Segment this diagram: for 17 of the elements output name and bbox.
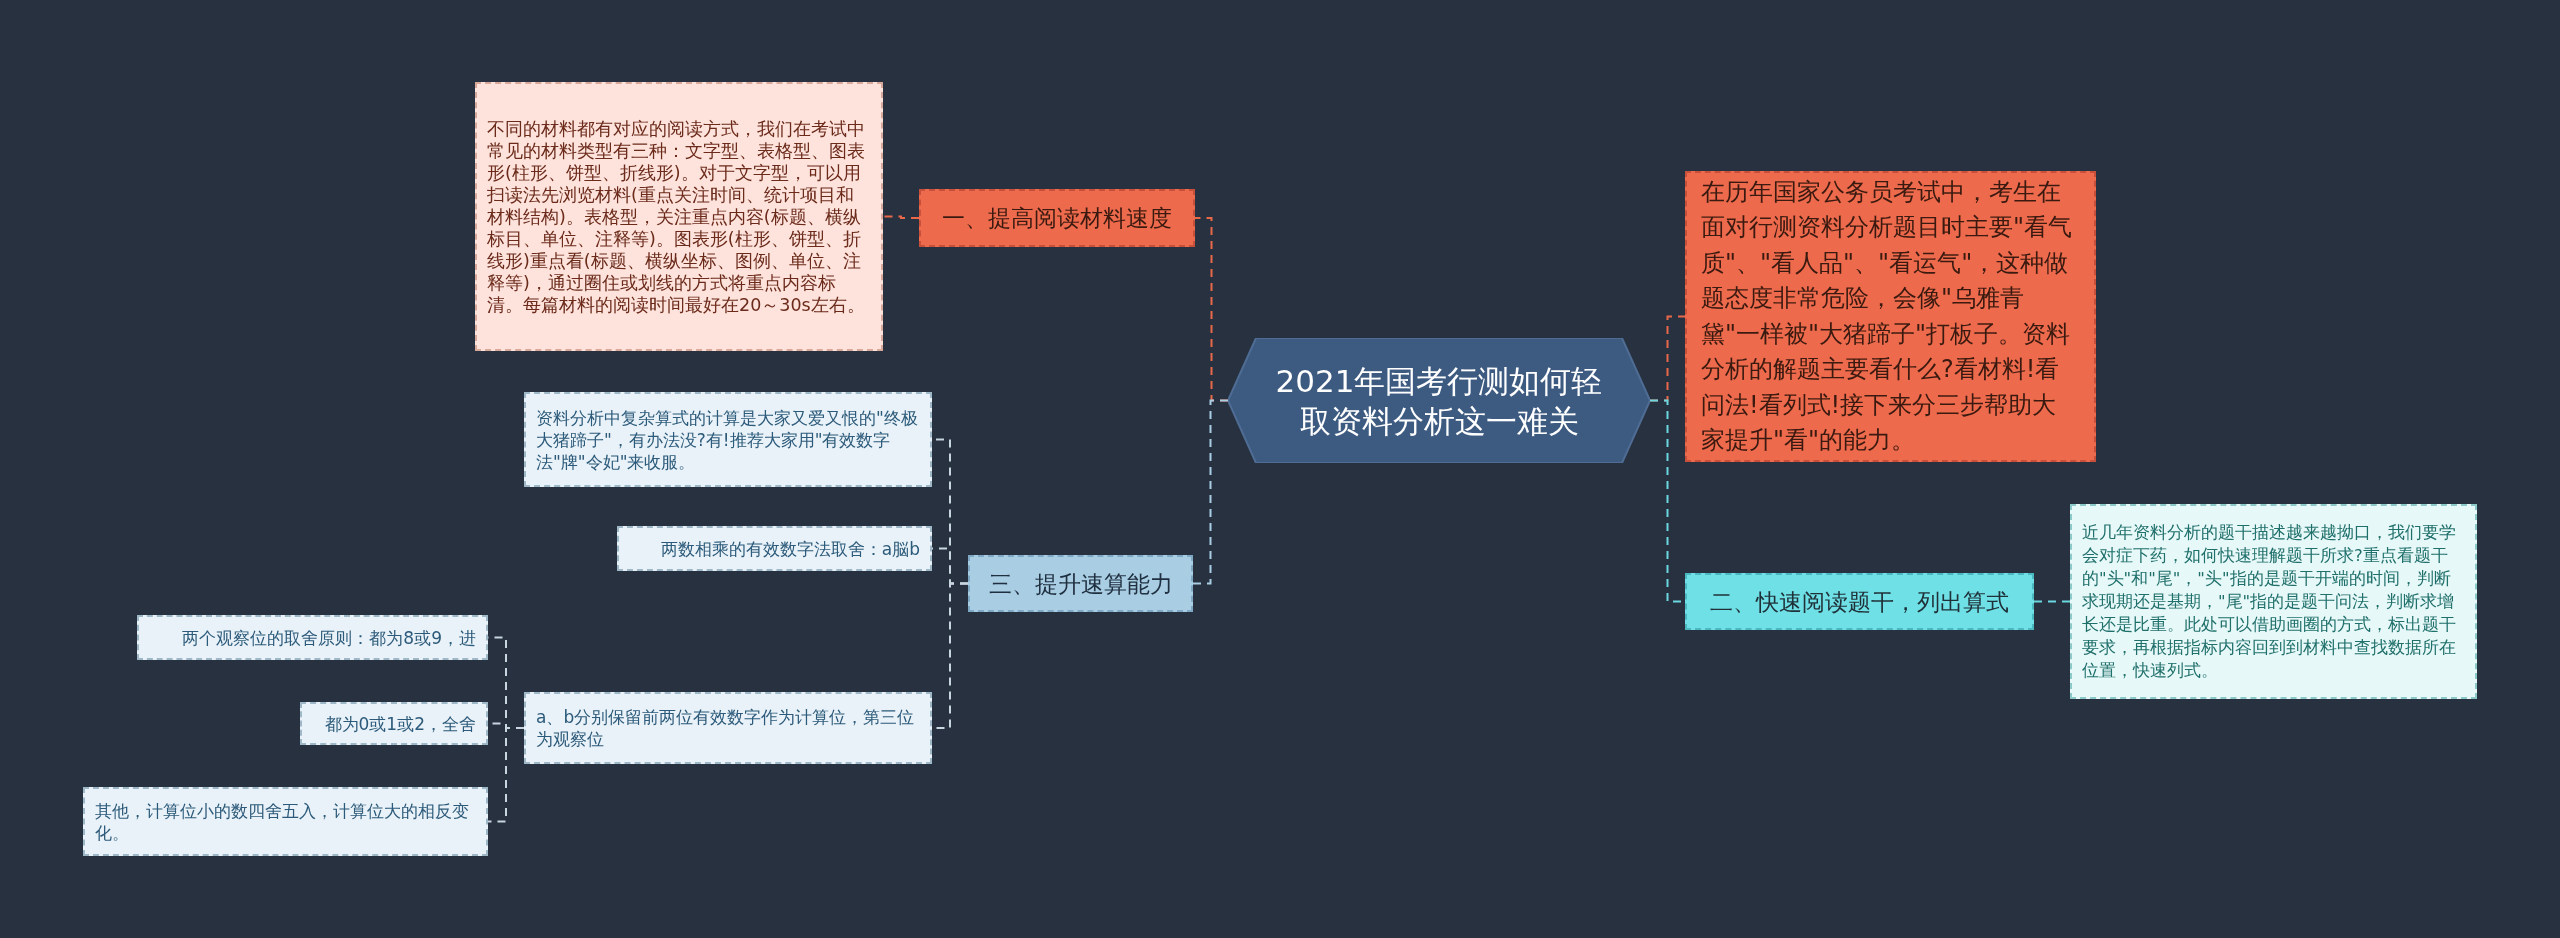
connector-line — [2033, 600, 2071, 603]
subtopic-box: 两数相乘的有效数字法取舍：a脳b — [617, 526, 932, 571]
branch-topic: 三、提升速算能力 — [968, 555, 1193, 612]
branch-topic: 一、提高阅读材料速度 — [919, 189, 1195, 247]
connector-line — [487, 727, 525, 823]
note-box: 在历年国家公务员考试中，考生在面对行测资料分析题目时主要"看气质"、"看人品"、"看运气"，这种做题态度非常危险，会像"乌雅青黛"一样被"大猪蹄子"打板子。资料分析的解题主要看什么?看材料!看问法!看列式!接下来分三步帮助大家提升"看"的能力。 — [1685, 171, 2096, 462]
central-topic: 2021年国考行测如何轻取资料分析这一难关 — [1228, 338, 1650, 463]
branch-topic: 二、快速阅读题干，列出算式 — [1685, 573, 2034, 630]
subtopic-box: 两个观察位的取舍原则：都为8或9，进 — [137, 615, 488, 660]
subtopic-box: 其他，计算位小的数四舍五入，计算位大的相反变化。 — [83, 787, 488, 856]
connector-line — [882, 215, 920, 219]
note-box: 近几年资料分析的题干描述越来越拗口，我们要学会对症下药，如何快速理解题干所求?重点看题干的"头"和"尾"，"头"指的是题干开端的时间，判断求现期还是基期，"尾"指的是题干问法，判断求增长还是比重。此处可以借助画圈的方式，标出题干要求，再根据指标内容回到到材料中查找数据所在位置，快速列式。 — [2070, 504, 2477, 699]
connector-line — [1192, 399, 1229, 585]
note-box: 不同的材料都有对应的阅读方式，我们在考试中常见的材料类型有三种：文字型、表格型、图表形(柱形、饼型、折线形)。对于文字型，可以用扫读法先浏览材料(重点关注时间、统计项目和材料结构)。表格型，关注重点内容(标题、横纵标目、单位、注释等)。图表形(柱形、饼型、折线形)重点看(标题、横纵坐标、图例、单位、注释等)，通过圈住或划线的方式将重点内容标清。每篇材料的阅读时间最好在20～30s左右。 — [475, 82, 883, 351]
subtopic-box: 资料分析中复杂算式的计算是大家又爱又恨的"终极大猪蹄子"，有办法没?有!推荐大家用"有效数字法"牌"令妃"来收服。 — [524, 392, 932, 487]
subtopic-box: a、b分别保留前两位有效数字作为计算位，第三位为观察位 — [524, 692, 932, 764]
subtopic-box: 都为0或1或2，全舍 — [300, 702, 488, 745]
